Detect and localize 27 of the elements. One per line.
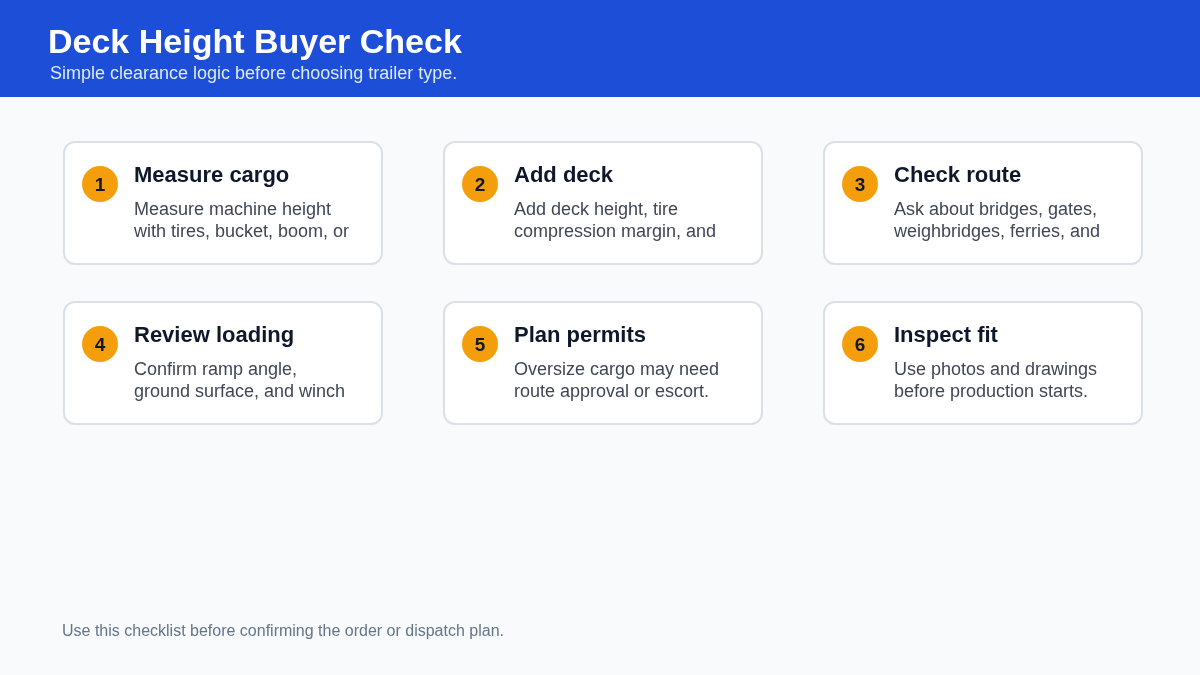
step-title: Add deck [514, 162, 614, 188]
footer-note: Use this checklist before confirming the order or dispatch plan. [62, 621, 504, 641]
step-description: Ask about bridges, gates, weighbridges, ferries, and [894, 198, 1102, 242]
step-description: Oversize cargo may need route approval or escort. [514, 358, 721, 402]
step-description: Confirm ramp angle, ground surface, and winch [134, 358, 347, 402]
step-description: Measure machine height with tires, bucket, boom, or [134, 198, 351, 242]
step-number: 5 [462, 326, 498, 362]
step-card [443, 301, 763, 425]
step-card [823, 141, 1143, 265]
step-description: Use photos and drawings before production starts. [894, 358, 1099, 402]
step-number: 2 [462, 166, 498, 202]
step-card [63, 141, 383, 265]
step-number: 3 [842, 166, 878, 202]
page-title: Deck Height Buyer Check [48, 21, 462, 61]
step-title: Plan permits [514, 322, 647, 348]
step-card [63, 301, 383, 425]
step-description: Add deck height, tire compression margin, and [514, 198, 718, 242]
step-number: 6 [842, 326, 878, 362]
subtitle: Simple clearance logic before choosing trailer type. [50, 63, 458, 84]
step-number: 1 [82, 166, 118, 202]
step-title: Check route [894, 162, 1022, 188]
step-card [823, 301, 1143, 425]
step-card [443, 141, 763, 265]
step-number: 4 [82, 326, 118, 362]
step-title: Measure cargo [134, 162, 290, 188]
step-title: Review loading [134, 322, 295, 348]
step-title: Inspect fit [894, 322, 998, 348]
